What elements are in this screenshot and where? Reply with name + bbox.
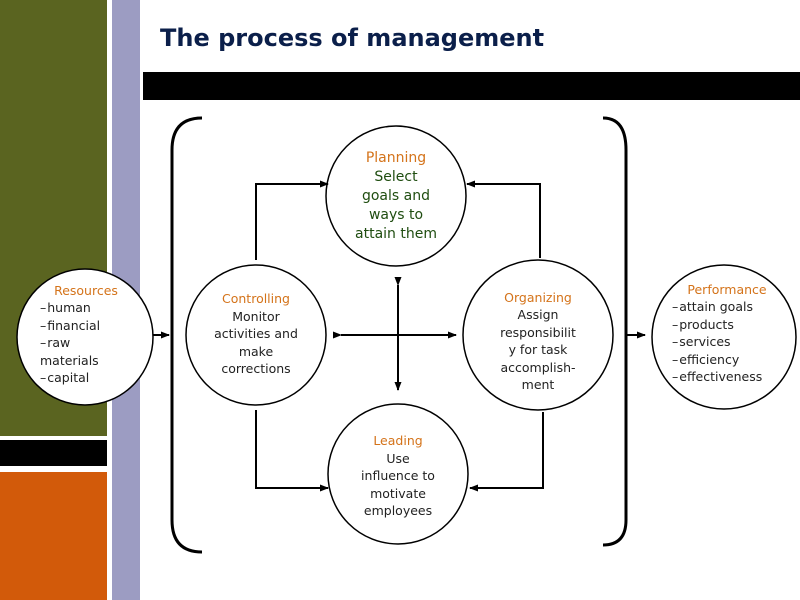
performance-item: efficiency [672, 351, 762, 369]
decor-band-orange [0, 472, 107, 600]
title-bar [143, 72, 800, 100]
arrow-controlling-to-planning [255, 180, 329, 260]
arrow-organizing-to-planning [466, 180, 541, 258]
controlling-line-4: corrections [221, 361, 291, 377]
resources-item: capital [40, 369, 132, 387]
resources-list: human financial raw materials capital [40, 299, 132, 387]
leading-line-2: influence to [361, 468, 435, 484]
organizing-line-1: Assign [517, 307, 559, 322]
performance-list: attain goals products services efficienc… [672, 298, 762, 386]
performance-item: attain goals [672, 298, 762, 316]
planning-line-4: attain them [355, 225, 437, 242]
decor-band-black [0, 440, 107, 466]
performance-node: Performance attain goals products servic… [672, 280, 782, 386]
resources-heading: Resources [54, 282, 118, 298]
planning-circle [325, 125, 467, 267]
leading-heading: Leading [373, 433, 423, 449]
leading-line-1: Use [386, 450, 410, 466]
arrow-organizing-to-leading [469, 412, 544, 492]
organizing-line-2: responsibilit [500, 324, 576, 340]
planning-line-3: ways to [368, 206, 424, 223]
resources-node: Resources human financial raw materials … [40, 282, 132, 386]
organizing-node: Organizing Assign responsibilit y for ta… [478, 288, 598, 394]
performance-item: products [672, 316, 762, 334]
controlling-heading: Controlling [222, 291, 290, 307]
performance-item: services [672, 333, 762, 351]
performance-item: effectiveness [672, 368, 762, 386]
planning-line-2: goals and [361, 187, 430, 204]
left-bracket [170, 116, 203, 554]
arrow-controlling-to-leading [255, 410, 329, 492]
organizing-circle [462, 259, 614, 411]
controlling-node: Controlling Monitor activities and make … [196, 290, 316, 378]
controlling-line-1: Monitor [232, 308, 280, 324]
planning-line-1: Select [374, 168, 418, 185]
slide-title: The process of management [160, 24, 545, 52]
resources-item: human [40, 299, 132, 317]
organizing-heading: Organizing [504, 289, 572, 305]
leading-line-4: employees [363, 503, 433, 519]
organizing-line-3: y for task [508, 342, 568, 357]
leading-line-3: motivate [370, 485, 426, 501]
organizing-line-5: ment [521, 377, 555, 392]
controlling-circle [185, 264, 327, 406]
planning-heading: Planning [365, 149, 427, 166]
controlling-line-2: activities and [214, 326, 298, 342]
planning-node: Planning Select goals and ways to attain… [331, 150, 461, 242]
resources-item: financial [40, 317, 132, 335]
organizing-line-4: accomplish- [500, 359, 576, 375]
resources-item: raw materials [40, 334, 132, 369]
controlling-line-3: make [238, 343, 274, 359]
performance-heading: Performance [687, 281, 767, 297]
leading-circle [327, 403, 469, 545]
leading-node: Leading Use influence to motivate employ… [340, 432, 456, 520]
